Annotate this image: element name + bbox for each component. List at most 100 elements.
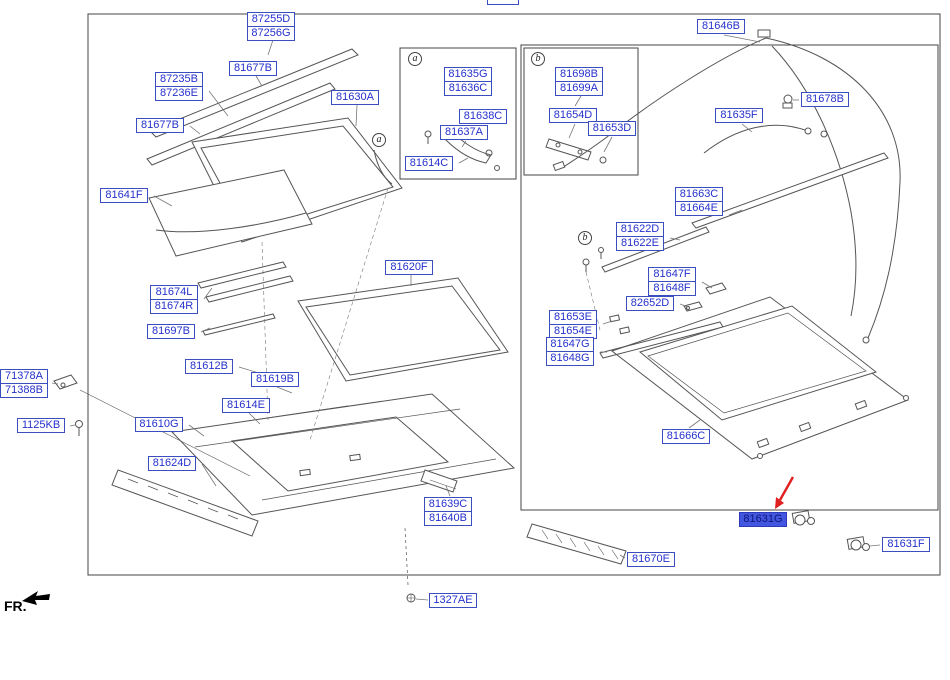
part-number: 81635F: [715, 108, 763, 123]
callout-b-box: b: [531, 52, 545, 66]
part-label-81678B[interactable]: 81678B: [801, 92, 849, 107]
part-number: 81654D: [549, 108, 597, 123]
part-label-81639C-81640B[interactable]: 81639C 81640B: [424, 497, 472, 526]
part-label-81635F[interactable]: 81635F: [715, 108, 763, 123]
part-label-81697B[interactable]: 81697B: [147, 324, 195, 339]
part-number: 81699A: [555, 81, 603, 96]
drip-bracket-and-bolt-drawings: [404, 469, 458, 603]
part-label-81698B-81699A[interactable]: 81698B 81699A: [555, 67, 603, 96]
callout-a-box: a: [408, 52, 422, 66]
part-number: 81631G: [739, 512, 787, 527]
part-label-82652D[interactable]: 82652D: [626, 296, 674, 311]
part-label-81635G-81636C[interactable]: 81635G 81636C: [444, 67, 492, 96]
part-label-partial-top: [487, 0, 519, 5]
part-number: 81647F: [648, 267, 696, 282]
assembly-guide-lines: [261, 187, 601, 441]
part-label-81622D-81622E[interactable]: 81622D 81622E: [616, 222, 664, 251]
part-label-81631G-highlighted[interactable]: 81631G: [739, 512, 787, 527]
part-label-81638C[interactable]: 81638C: [459, 109, 507, 124]
part-label-81630A[interactable]: 81630A: [331, 90, 379, 105]
part-number: 81663C: [675, 187, 723, 202]
fr-direction-label: FR.: [4, 598, 27, 614]
part-number: 81624D: [148, 456, 196, 471]
part-number: 87235B: [155, 72, 203, 87]
part-number: 81653E: [549, 310, 597, 325]
part-label-81677B-top[interactable]: 81677B: [229, 61, 277, 76]
part-label-81647F-81648F[interactable]: 81647F 81648F: [648, 267, 696, 296]
part-label-71378A-71388B[interactable]: 71378A 71388B: [0, 369, 48, 398]
part-number: 81614E: [222, 398, 270, 413]
part-number: 81664E: [675, 201, 723, 216]
part-label-81637A[interactable]: 81637A: [440, 125, 488, 140]
part-label-81663C-81664E[interactable]: 81663C 81664E: [675, 187, 723, 216]
hook-part-drawing: [373, 149, 393, 185]
part-number: 81648F: [648, 281, 696, 296]
part-label-1327AE[interactable]: 1327AE: [429, 593, 477, 608]
part-label-81614E[interactable]: 81614E: [222, 398, 270, 413]
front-hose-drawing: [703, 124, 812, 154]
part-label-87235B-87236E[interactable]: 87235B 87236E: [155, 72, 203, 101]
part-number: 81648G: [546, 351, 594, 366]
part-label-81677B-left[interactable]: 81677B: [136, 118, 184, 133]
part-number: 81638C: [459, 109, 507, 124]
part-label-81666C[interactable]: 81666C: [662, 429, 710, 444]
main-frame-drawing: [170, 393, 516, 516]
part-label-81641F[interactable]: 81641F: [100, 188, 148, 203]
part-label-81653D[interactable]: 81653D: [588, 121, 636, 136]
callout-b-diagram: b: [578, 231, 592, 245]
part-label-87255D-87256G[interactable]: 87255D 87256G: [247, 12, 295, 41]
part-number: 81674R: [150, 299, 198, 314]
part-label-81612B[interactable]: 81612B: [185, 359, 233, 374]
part-label-81653E-81654E[interactable]: 81653E 81654E: [549, 310, 597, 339]
part-label-81624D[interactable]: 81624D: [148, 456, 196, 471]
callout-a-diagram: a: [372, 133, 386, 147]
part-number: 81697B: [147, 324, 195, 339]
part-label-1125KB[interactable]: 1125KB: [17, 418, 65, 433]
part-number: 81677B: [229, 61, 277, 76]
part-label-81610G[interactable]: 81610G: [135, 417, 183, 432]
part-number: 71378A: [0, 369, 48, 384]
diagram-borders: [87, 13, 941, 576]
part-number: 81674L: [150, 285, 198, 300]
part-label-81620F[interactable]: 81620F: [385, 260, 433, 275]
fr-arrow-icon: [22, 591, 50, 605]
part-number: 87255D: [247, 12, 295, 27]
front-garnish-drawing: [111, 469, 259, 537]
part-number: 81622D: [616, 222, 664, 237]
part-number: 81646B: [697, 19, 745, 34]
part-number: 82652D: [626, 296, 674, 311]
part-number: 1125KB: [17, 418, 65, 433]
leader-lines: [51, 34, 881, 601]
hose-clip-drawing: [782, 94, 793, 109]
part-number: 81630A: [331, 90, 379, 105]
highlight-arrow-icon: [775, 476, 795, 509]
part-number: 81612B: [185, 359, 233, 374]
left-bracket-drawings: [53, 374, 251, 477]
drain-hose-drawings: [552, 29, 901, 344]
part-label-81674L-81674R[interactable]: 81674L 81674R: [150, 285, 198, 314]
part-number: 81647G: [546, 337, 594, 352]
part-number: 81636C: [444, 81, 492, 96]
part-label-81670E[interactable]: 81670E: [627, 552, 675, 567]
part-label-81614C[interactable]: 81614C: [405, 156, 453, 171]
part-number: 81637A: [440, 125, 488, 140]
part-number: 81640B: [424, 511, 472, 526]
rear-glass-drawing: [297, 277, 509, 382]
seal-strip-drawings: [197, 261, 294, 336]
part-number: 81619B: [251, 372, 299, 387]
part-number: 81614C: [405, 156, 453, 171]
part-number: 81610G: [135, 417, 183, 432]
part-number: 87236E: [155, 86, 203, 101]
part-number: 81639C: [424, 497, 472, 512]
part-label-81646B[interactable]: 81646B: [697, 19, 745, 34]
part-label-81631F[interactable]: 81631F: [882, 537, 930, 552]
part-number: 81641F: [100, 188, 148, 203]
part-label-81647G-81648G[interactable]: 81647G 81648G: [546, 337, 594, 366]
part-label-81654D[interactable]: 81654D: [549, 108, 597, 123]
detail-b-part-drawings: [545, 138, 607, 164]
right-frame-drawing: [610, 296, 910, 460]
part-label-81619B[interactable]: 81619B: [251, 372, 299, 387]
part-number: 81631F: [882, 537, 930, 552]
part-number: 87256G: [247, 26, 295, 41]
